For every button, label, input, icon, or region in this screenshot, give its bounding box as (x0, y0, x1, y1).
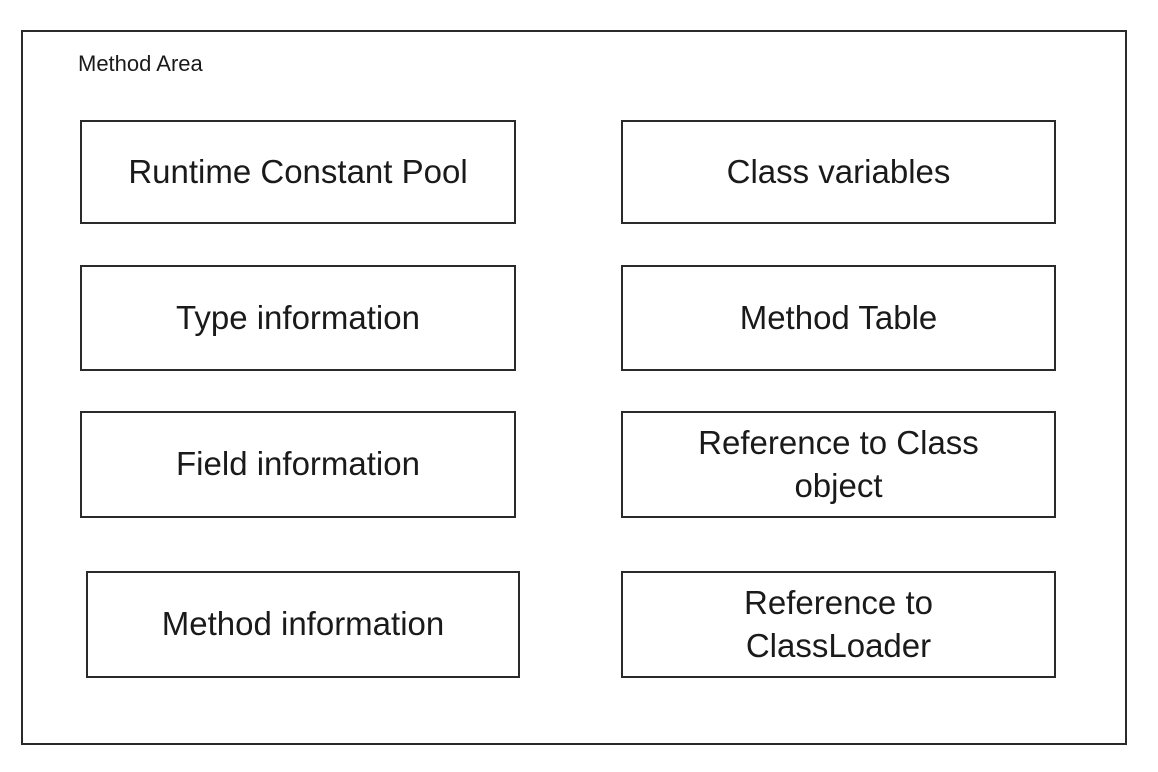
method-table-label: Method Table (739, 298, 938, 336)
reference-to-classloader-text: Reference to ClassLoader (744, 582, 933, 666)
field-information-label: Field information (176, 445, 420, 483)
reference-to-class-object-box: Reference to Class object (621, 411, 1056, 518)
reference-to-class-object-line-2: object (794, 466, 883, 504)
reference-to-class-object-line-1: Reference to Class (698, 424, 979, 462)
method-information-label: Method information (161, 605, 445, 643)
method-area-container (21, 30, 1127, 745)
method-information-box: Method information (86, 571, 520, 678)
field-information-box: Field information (80, 411, 516, 518)
runtime-constant-pool-box: Runtime Constant Pool (80, 120, 516, 224)
class-variables-label: Class variables (726, 152, 951, 190)
reference-to-classloader-line-1: Reference to (744, 584, 933, 622)
method-area-title: Method Area (78, 51, 203, 76)
reference-to-classloader-line-2: ClassLoader (745, 626, 932, 664)
reference-to-class-object-text: Reference to Class object (698, 422, 979, 506)
class-variables-box: Class variables (621, 120, 1056, 224)
type-information-label: Type information (176, 298, 420, 336)
reference-to-classloader-box: Reference to ClassLoader (621, 571, 1056, 678)
type-information-box: Type information (80, 265, 516, 371)
runtime-constant-pool-label: Runtime Constant Pool (128, 152, 468, 190)
method-table-box: Method Table (621, 265, 1056, 371)
